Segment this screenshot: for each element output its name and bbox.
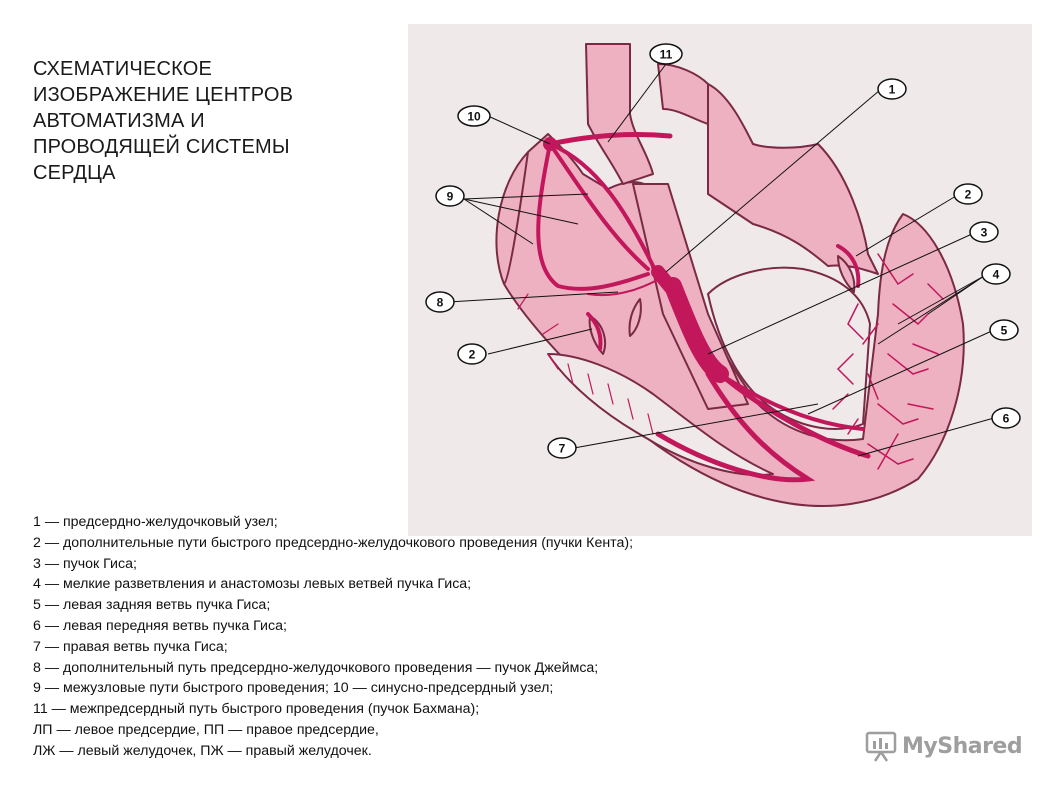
ventricle-wall (495, 133, 965, 508)
purkinje-network (862, 253, 944, 470)
svg-text:11: 11 (660, 48, 673, 62)
leader-line (487, 328, 593, 355)
legend-item: 11 — межпредсердный путь быстрого провед… (33, 701, 480, 718)
svg-text:10: 10 (467, 110, 481, 124)
callout-11: 11 (649, 43, 683, 65)
legend-item: 1 — предсердно-желудочковый узел; (33, 514, 278, 530)
leader-line (607, 63, 667, 143)
leader-line (573, 403, 819, 449)
title-line: ИЗОБРАЖЕНИЕ ЦЕНТРОВ (33, 84, 294, 106)
internodal-path (536, 142, 650, 291)
svg-text:8: 8 (437, 296, 444, 310)
callout-5: 5 (989, 319, 1019, 341)
leader-line (877, 275, 985, 345)
callout-2-left: 2 (457, 343, 487, 365)
internodal-path (548, 142, 650, 271)
legend-item: 8 — дополнительный путь предсердно-желуд… (33, 659, 599, 676)
leader-line (855, 195, 957, 257)
callout-6: 6 (991, 407, 1021, 429)
legend-item: 5 — левая задняя ветвь пучка Гиса; (33, 597, 271, 614)
leader-line (707, 233, 973, 355)
right-ventricle-cavity (547, 353, 774, 476)
legend-item: 7 — правая ветвь пучка Гиса; (33, 638, 228, 655)
callout-8: 8 (425, 291, 455, 313)
leader-line (807, 329, 995, 415)
title-line: СЕРДЦА (33, 162, 116, 184)
callout-1: 1 (877, 78, 907, 100)
purkinje-network (832, 303, 879, 435)
valve-leaflet (837, 255, 856, 293)
kent-bundle (836, 244, 861, 288)
svg-text:4: 4 (993, 268, 1000, 282)
right-bundle-branch (655, 371, 816, 483)
title-line: СХЕМАТИЧЕСКОЕ (33, 58, 213, 80)
legend-item: 6 — левая передняя ветвь пучка Гиса; (33, 617, 287, 634)
left-anterior-branch (717, 371, 871, 459)
legend-item: ЛЖ — левый желудочек, ПЖ — правый желудо… (33, 742, 372, 759)
kent-bundle (586, 312, 603, 351)
conduction-system (517, 131, 944, 483)
page-title: СХЕМАТИЧЕСКОЕ ИЗОБРАЖЕНИЕ ЦЕНТРОВ АВТОМА… (33, 56, 373, 186)
svg-text:3: 3 (981, 226, 988, 240)
svg-text:2: 2 (965, 188, 972, 202)
aorta (585, 43, 654, 185)
svg-text:6: 6 (1003, 412, 1010, 426)
callout-markers: 1 2 3 4 5 6 7 8 (425, 43, 1021, 459)
leader-line (463, 198, 579, 225)
leader-line (857, 417, 995, 457)
callout-10: 10 (457, 105, 491, 127)
callout-7: 7 (547, 437, 577, 459)
leader-line (487, 115, 551, 145)
bachmann-bundle (547, 131, 673, 147)
svg-text:5: 5 (1001, 324, 1008, 338)
left-ventricle-cavity (707, 266, 871, 430)
legend-item: 2 — дополнительные пути быстрого предсер… (33, 534, 634, 551)
pulmonary-vessel (657, 63, 709, 125)
watermark-text: MyShared (902, 733, 1023, 759)
septum (632, 183, 749, 410)
valve-leaflet (628, 298, 642, 337)
leader-line (897, 275, 985, 325)
callout-lines (447, 63, 995, 457)
legend: 1 — предсердно-желудочковый узел; 2 — до… (33, 512, 853, 762)
callout-4: 4 (981, 263, 1011, 285)
leader-line (447, 291, 619, 303)
svg-text:2: 2 (469, 348, 476, 362)
title-line: ПРОВОДЯЩЕЙ СИСТЕМЫ (33, 136, 290, 158)
presentation-board-icon (865, 731, 897, 762)
svg-text:1: 1 (889, 83, 896, 97)
watermark: MyShared (864, 728, 1023, 764)
legend-item: 9 — межузловые пути быстрого проведения;… (33, 680, 554, 697)
svg-text:9: 9 (447, 190, 454, 204)
left-atrium-wall (707, 83, 879, 275)
his-bundle (664, 277, 729, 383)
leader-line (463, 198, 534, 245)
svg-text:7: 7 (559, 442, 566, 456)
callout-9: 9 (435, 185, 465, 207)
title-line: АВТОМАТИЗМА И (33, 110, 205, 132)
heart-conduction-diagram: 1 2 3 4 5 6 7 8 (408, 24, 1032, 536)
legend-item: 3 — пучок Гиса; (33, 555, 137, 572)
right-atrium-wall (503, 151, 529, 285)
internodal-path (548, 142, 658, 274)
callout-3: 3 (969, 221, 999, 243)
heart-walls (495, 43, 965, 508)
legend-item: 4 — мелкие разветвления и анастомозы лев… (33, 576, 472, 593)
callout-2-right: 2 (953, 183, 983, 205)
leader-line (665, 89, 881, 273)
legend-item: ЛП — левое предсердие, ПП — правое предс… (33, 721, 379, 738)
left-posterior-branch (718, 372, 865, 431)
purkinje-network (517, 293, 654, 435)
leader-line (463, 193, 589, 200)
